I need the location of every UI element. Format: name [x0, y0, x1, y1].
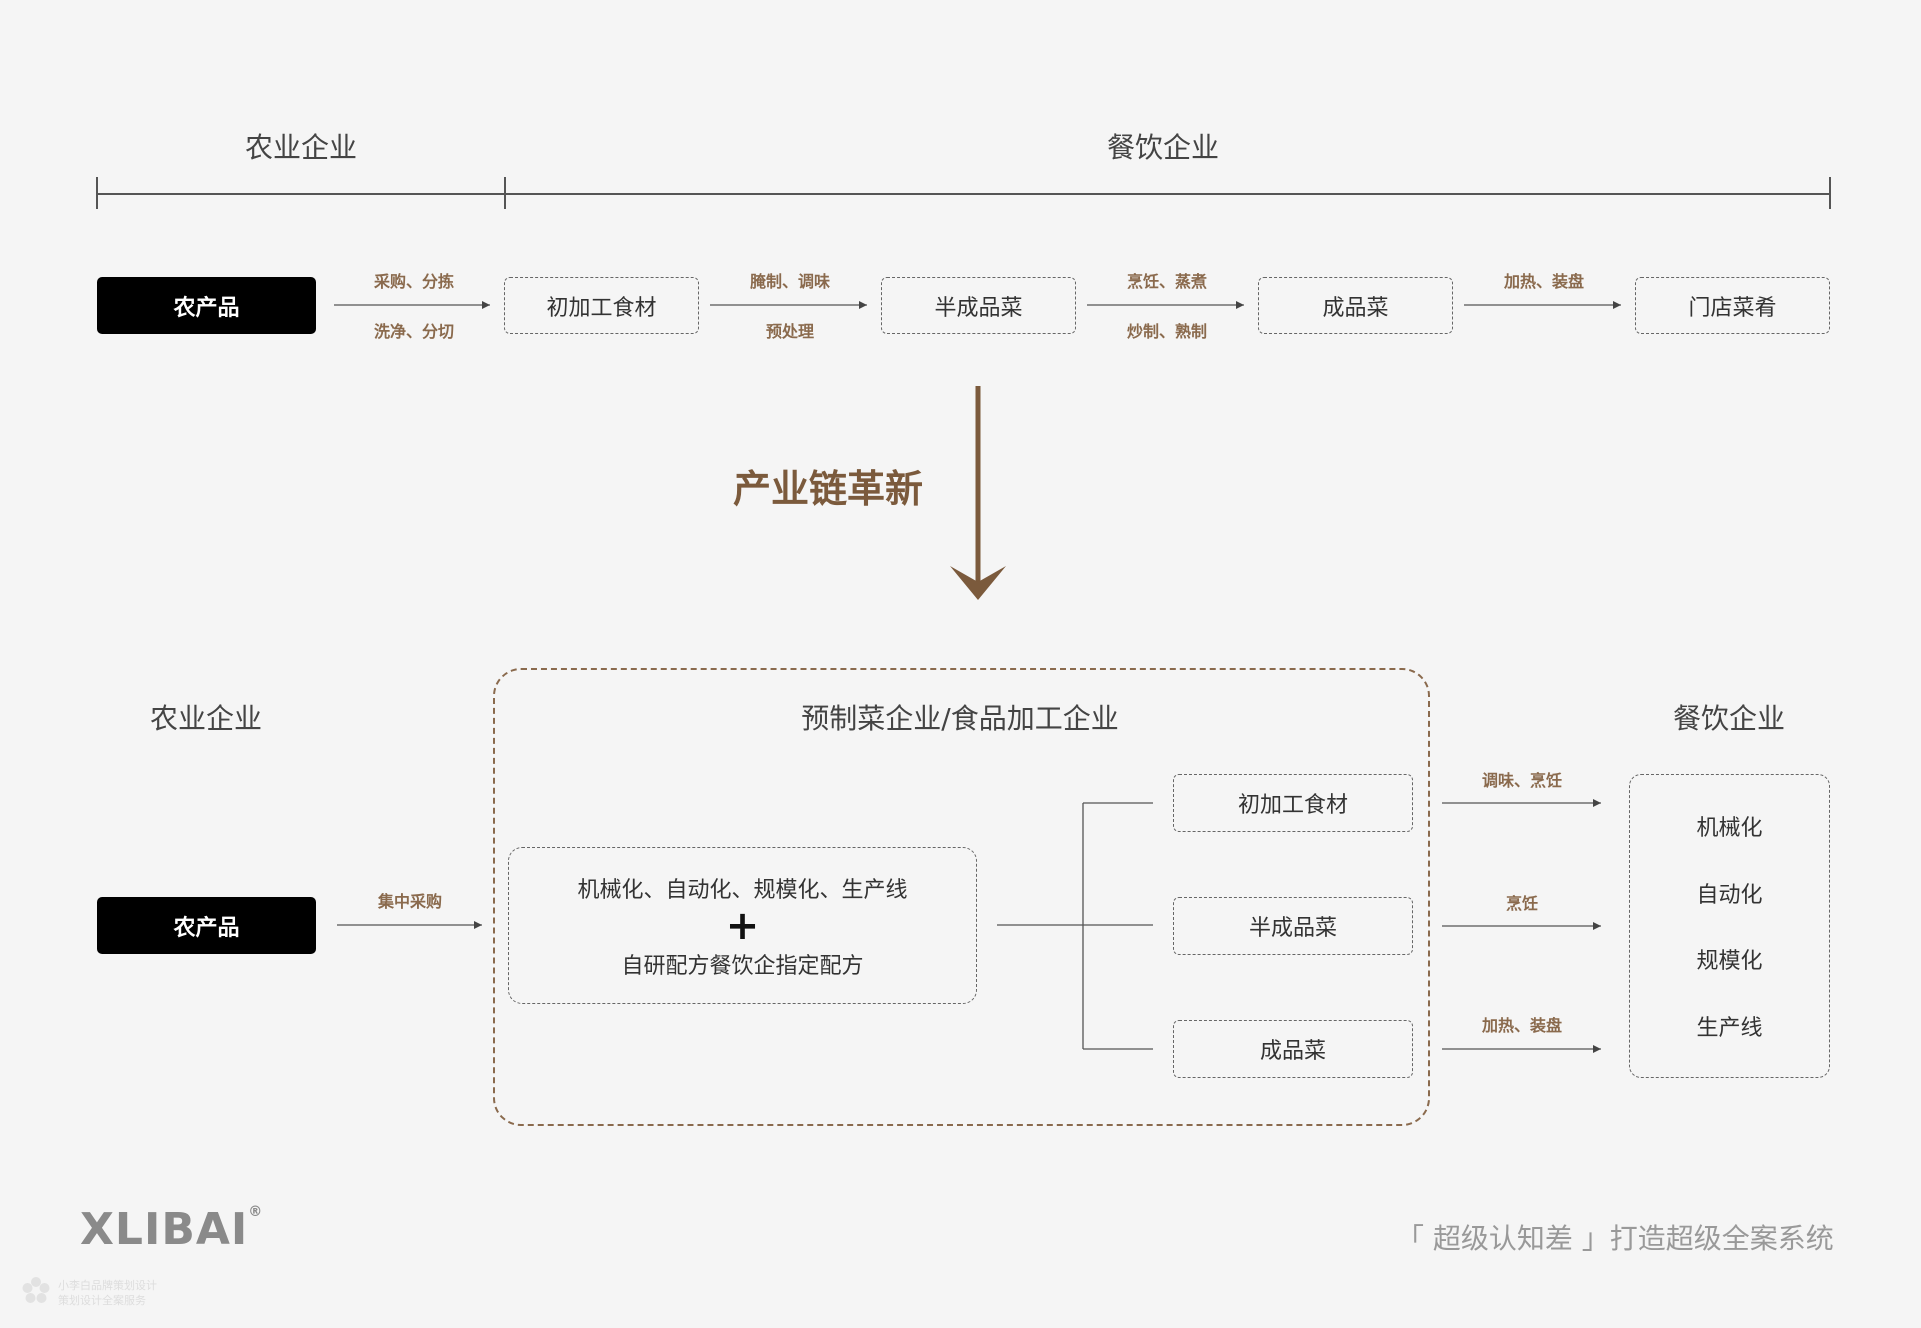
center-process-line2: 自研配方餐饮企指定配方 [621, 953, 864, 979]
bottom-agri-header: 农业企业 [149, 702, 262, 735]
product-arrow-3-label: 加热、装盘 [1481, 1016, 1562, 1035]
plus-icon: + [725, 902, 760, 949]
brand-logo-text: XLIBAI [80, 1204, 249, 1255]
registered-mark: ® [248, 1204, 264, 1220]
bottom-source-box: 农产品 [97, 897, 316, 954]
bottom-processing-header: 预制菜企业/食品加工企业 [801, 702, 1119, 735]
flower-icon [22, 1277, 50, 1303]
product-arrow-2-label: 烹饪 [1505, 894, 1538, 913]
footer-slogan: 「 超级认知差 」打造超级全案系统 [1396, 1222, 1834, 1255]
top-agri-header: 农业企业 [244, 131, 357, 164]
top-source-box: 农产品 [97, 277, 316, 334]
top-catering-header: 餐饮企业 [1106, 131, 1219, 164]
watermark-line1: 小李白品牌策划设计 [58, 1279, 157, 1292]
bottom-source-arrow-label: 集中采购 [377, 892, 442, 911]
top-arrow-2-top-label: 腌制、调味 [749, 272, 830, 291]
top-bracket-tick-mid [504, 177, 506, 209]
top-arrow-2-bottom-label: 预处理 [765, 322, 814, 341]
watermark-line2: 策划设计全案服务 [58, 1294, 146, 1307]
processing-enterprise-frame [493, 668, 1430, 1126]
top-arrow-4-top-label: 加热、装盘 [1503, 272, 1584, 291]
top-bracket-tick-left [96, 177, 98, 209]
watermark-text: 小李白品牌策划设计 策划设计全案服务 [58, 1278, 157, 1308]
top-arrow-3-top-label: 烹饪、蒸煮 [1126, 272, 1207, 291]
top-step-4: 门店菜肴 [1635, 277, 1830, 334]
product-box-2: 半成品菜 [1173, 897, 1413, 955]
brand-logo: XLIBAI® [80, 1204, 263, 1255]
capability-item: 生产线 [1696, 1015, 1763, 1041]
top-bracket-tick-right [1829, 177, 1831, 209]
top-arrow-3-bottom-label: 炒制、熟制 [1126, 322, 1207, 341]
top-arrow-1-top-label: 采购、分拣 [373, 272, 454, 291]
bottom-catering-header: 餐饮企业 [1672, 702, 1785, 735]
product-arrow-1-label: 调味、烹饪 [1481, 771, 1562, 790]
top-step-1: 初加工食材 [504, 277, 699, 334]
transition-title: 产业链革新 [733, 467, 924, 511]
capability-item: 规模化 [1696, 949, 1763, 975]
capabilities-box: 机械化 自动化 规模化 生产线 [1629, 774, 1830, 1078]
capability-item: 机械化 [1696, 816, 1763, 842]
product-box-1: 初加工食材 [1173, 774, 1413, 832]
top-arrow-1-bottom-label: 洗净、分切 [373, 322, 454, 341]
center-process-box: 机械化、自动化、规模化、生产线 + 自研配方餐饮企指定配方 [508, 847, 977, 1004]
top-step-2: 半成品菜 [881, 277, 1076, 334]
center-process-line1: 机械化、自动化、规模化、生产线 [577, 877, 908, 903]
capability-item: 自动化 [1696, 882, 1763, 908]
top-bracket-line [97, 193, 1830, 195]
top-step-3: 成品菜 [1258, 277, 1453, 334]
product-box-3: 成品菜 [1173, 1020, 1413, 1078]
down-arrow-head [950, 566, 1006, 600]
